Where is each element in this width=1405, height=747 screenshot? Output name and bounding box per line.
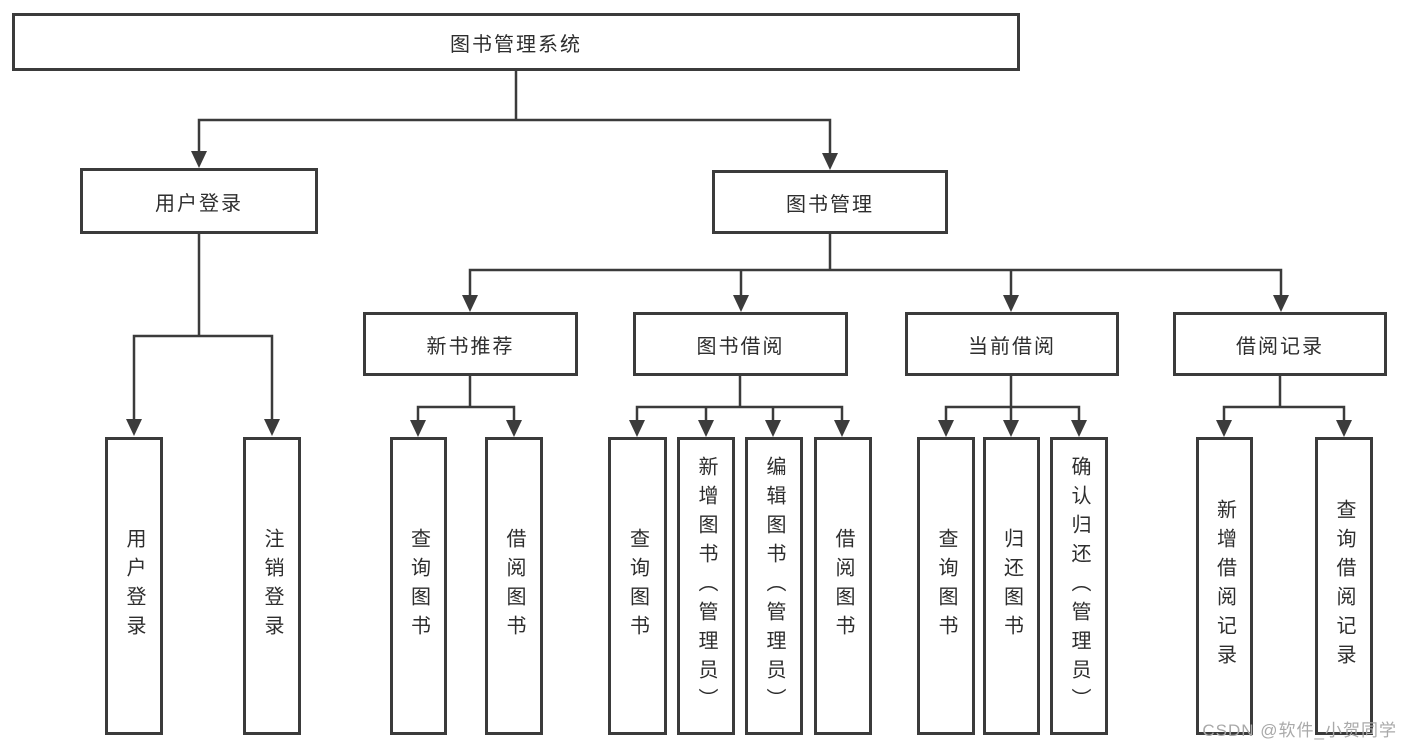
connector-newbookrec-to-leaves (416, 376, 516, 421)
node-label: 用户登录 (155, 192, 243, 215)
leaf-confirm-return-admin: 确认归还（管理员） (1050, 437, 1108, 735)
leaf-add-borrow-record: 新增借阅记录 (1196, 437, 1253, 735)
leaf-query-books-bb: 查询图书 (608, 437, 667, 735)
node-borrowing-records: 借阅记录 (1173, 312, 1387, 376)
node-label: 注销登录 (261, 528, 283, 644)
leaf-add-books-admin: 新增图书（管理员） (677, 437, 735, 735)
leaf-borrow-books-rec: 借阅图书 (485, 437, 543, 735)
arrowhead-icon (1003, 420, 1019, 437)
node-root-system: 图书管理系统 (12, 13, 1020, 71)
arrowhead-icon (698, 420, 714, 437)
arrowhead-icon (410, 420, 426, 437)
node-label: 查询图书 (626, 528, 649, 644)
node-label: 新增图书（管理员） (695, 455, 717, 717)
leaf-query-borrow-record: 查询借阅记录 (1315, 437, 1373, 735)
leaf-user-login: 用户登录 (105, 437, 163, 735)
leaf-edit-books-admin: 编辑图书（管理员） (745, 437, 803, 735)
arrowhead-icon (765, 420, 781, 437)
arrowhead-icon (191, 151, 207, 168)
leaf-return-books: 归还图书 (983, 437, 1040, 735)
arrowhead-icon (264, 419, 280, 436)
node-label: 新书推荐 (426, 335, 515, 358)
arrowhead-icon (506, 420, 522, 437)
arrowhead-icon (822, 153, 838, 170)
arrowhead-icon (1273, 295, 1289, 312)
node-book-management: 图书管理 (712, 170, 948, 234)
node-new-book-recommendation: 新书推荐 (363, 312, 578, 376)
connector-bookborrow-to-leaves (635, 376, 844, 421)
node-label: 借阅图书 (832, 528, 854, 644)
connector-currentborrow-to-leaves (944, 376, 1081, 421)
node-current-borrowing: 当前借阅 (905, 312, 1119, 376)
node-label: 查询图书 (935, 528, 957, 644)
connector-borrowrecords-to-leaves (1222, 376, 1346, 421)
node-label: 新增借阅记录 (1213, 499, 1236, 673)
node-label: 编辑图书（管理员） (763, 455, 785, 717)
arrowhead-icon (1071, 420, 1087, 437)
arrowhead-icon (938, 420, 954, 437)
arrowhead-icon (1336, 420, 1352, 437)
node-label: 归还图书 (1000, 528, 1023, 644)
connector-root-to-level2 (197, 71, 832, 155)
node-label: 借阅记录 (1236, 335, 1324, 358)
connector-userlogin-to-leaves (132, 234, 274, 420)
node-label: 借阅图书 (503, 528, 525, 644)
node-label: 确认归还（管理员） (1068, 455, 1090, 717)
connector-bookmgmt-to-level3 (468, 234, 1283, 296)
arrowhead-icon (733, 295, 749, 312)
node-label: 当前借阅 (968, 335, 1056, 358)
node-label: 用户登录 (123, 528, 145, 644)
leaf-logout: 注销登录 (243, 437, 301, 735)
csdn-watermark: CSDN @软件_小贺同学 (1202, 721, 1397, 740)
arrowhead-icon (629, 420, 645, 437)
node-book-borrowing: 图书借阅 (633, 312, 848, 376)
node-label: 查询借阅记录 (1333, 499, 1355, 673)
arrowhead-icon (834, 420, 850, 437)
leaf-borrow-books-bb: 借阅图书 (814, 437, 872, 735)
arrowhead-icon (1003, 295, 1019, 312)
arrowhead-icon (462, 295, 478, 312)
leaf-query-books-cb: 查询图书 (917, 437, 975, 735)
arrowhead-icon (1216, 420, 1232, 437)
arrowhead-icon (126, 419, 142, 436)
leaf-query-books-rec: 查询图书 (390, 437, 447, 735)
node-label: 查询图书 (407, 528, 430, 644)
node-label: 图书借阅 (696, 335, 785, 358)
node-label: 图书管理 (786, 193, 874, 216)
node-user-login: 用户登录 (80, 168, 318, 234)
node-label: 图书管理系统 (450, 33, 582, 56)
